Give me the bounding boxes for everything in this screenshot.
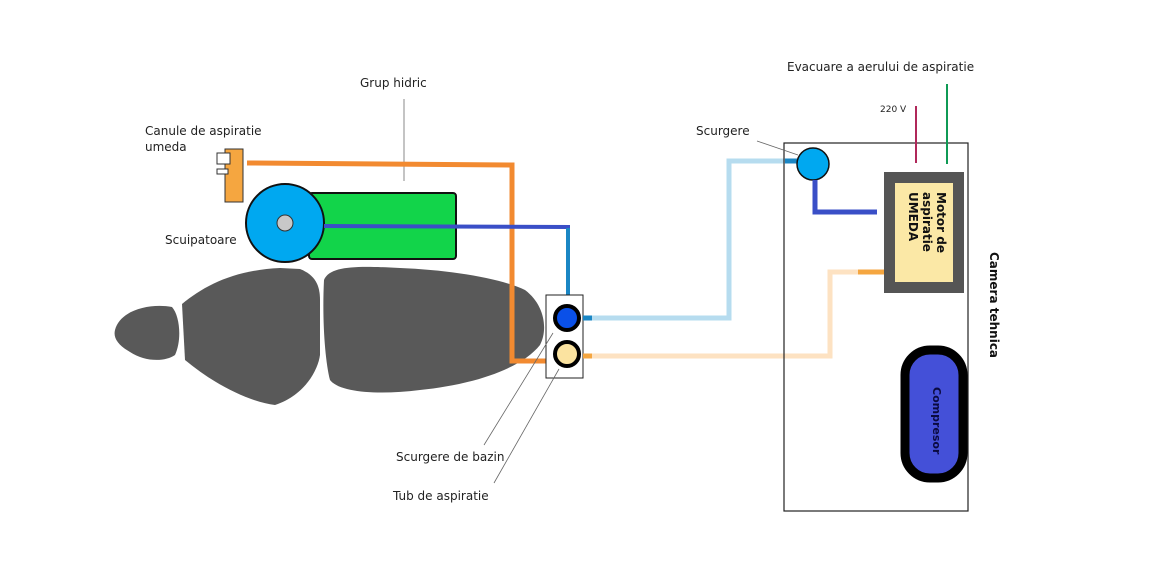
motor-line3: UMEDA <box>906 192 920 242</box>
scurgere-bazin-leader <box>483 332 554 446</box>
label-scurgere: Scurgere <box>696 124 750 138</box>
label-voltage: 220 V <box>880 105 907 115</box>
label-tub-aspiratie: Tub de aspiratie <box>393 489 489 503</box>
dental-chair <box>114 266 545 405</box>
suction-tube <box>583 269 885 359</box>
motor-line1: Motor de <box>934 192 948 253</box>
orange-tube <box>246 160 558 364</box>
tub-aspiratie-leader <box>493 368 560 484</box>
label-compresor: Compresor <box>930 387 943 455</box>
drain-connector <box>796 147 830 181</box>
drain-to-motor-tube <box>812 180 877 215</box>
spittoon-drain <box>276 214 294 232</box>
canula-holder <box>216 148 244 203</box>
label-canule: Canule de aspiratie <box>145 124 262 138</box>
label-canule-line2: umeda <box>145 140 187 154</box>
label-scuipatoare: Scuipatoare <box>165 233 237 247</box>
motor-line2: aspiratie <box>920 192 934 252</box>
technical-room <box>783 142 969 512</box>
suction-tube-port <box>553 340 581 368</box>
chair-seat <box>323 266 545 393</box>
label-evacuare: Evacuare a aerului de aspiratie <box>787 60 975 74</box>
label-grup-hidric: Grup hidric <box>360 76 427 90</box>
label-camera-tehnica: Camera tehnica <box>987 252 1001 359</box>
suction-motor-inner <box>895 183 953 282</box>
label-motor: Motor de aspiratie UMEDA <box>906 192 948 253</box>
label-scurgere-bazin: Scurgere de bazin <box>396 450 505 464</box>
scurgere-leader <box>756 140 799 156</box>
chair-backrest <box>182 268 320 405</box>
chair-headrest <box>114 305 180 360</box>
compressor <box>900 345 968 483</box>
basin-drain-port <box>553 304 581 332</box>
drain-tube <box>583 158 800 321</box>
